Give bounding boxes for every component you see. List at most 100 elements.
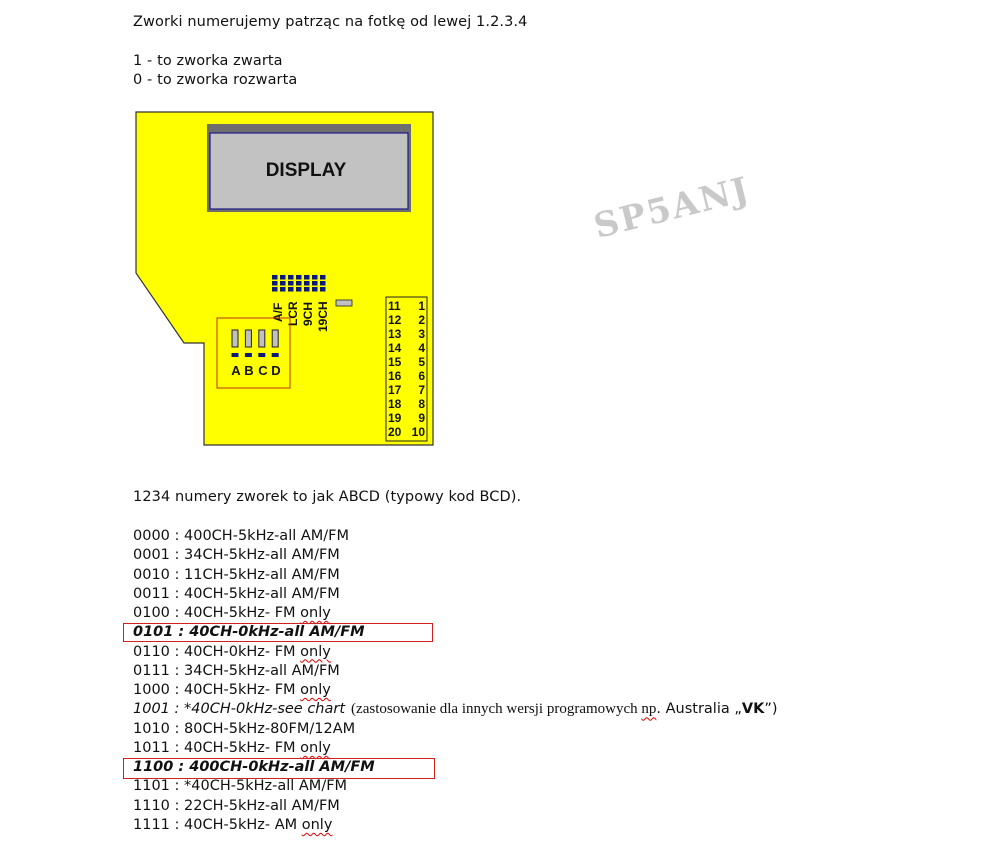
intro-line: Zworki numerujemy patrząc na fotkę od le…	[133, 14, 528, 30]
channel-number: 11	[388, 299, 401, 313]
pin	[320, 281, 326, 286]
jumper-label: C	[258, 363, 268, 378]
small-component	[335, 299, 353, 307]
pin-label: LCR	[286, 301, 300, 326]
pin	[312, 281, 318, 286]
channel-number: 13	[388, 327, 402, 341]
code-row: 0011 : 40CH-5kHz-all AM/FM	[133, 585, 340, 604]
channel-number: 8	[418, 397, 425, 411]
intro-line: 1 - to zworka zwarta	[133, 53, 283, 69]
pin	[320, 275, 326, 280]
channel-number: 3	[418, 327, 425, 341]
pin	[296, 275, 302, 280]
code-row-text: 1100 : 400CH-0kHz-all AM/FM	[133, 759, 375, 775]
note-text: . Australia „	[656, 701, 742, 718]
channel-number: 10	[412, 425, 426, 439]
channel-number: 5	[418, 355, 425, 369]
code-row-text: 1101 : *40CH-5kHz-all AM/FM	[133, 778, 348, 795]
code-row-text: 0000 : 400CH-5kHz-all AM/FM	[133, 528, 350, 544]
code-row: 1110 : 22CH-5kHz-all AM/FM	[133, 797, 340, 816]
code-row-text: 0110 : 40CH-0kHz- FM	[133, 643, 296, 660]
jumper-label: D	[271, 363, 280, 378]
channel-number: 4	[418, 341, 425, 355]
highlight-box-0101	[123, 623, 433, 642]
code-row-flag: only	[300, 605, 331, 621]
code-row-flag: only	[300, 643, 331, 660]
pin	[296, 287, 302, 292]
pin	[272, 275, 278, 280]
pin	[304, 281, 310, 286]
jumper-label: B	[244, 363, 253, 378]
pin-label: 9CH	[301, 302, 315, 326]
channel-number: 17	[388, 383, 402, 397]
pin	[280, 281, 286, 286]
jumper	[231, 329, 239, 348]
pin	[288, 275, 294, 280]
code-row-text: 0001 : 34CH-5kHz-all AM/FM	[133, 547, 340, 564]
pin	[312, 275, 318, 280]
channel-number: 7	[418, 383, 425, 397]
jumper-pin	[271, 353, 279, 357]
code-row-text: 1011 : 40CH-5kHz- FM	[133, 739, 296, 756]
code-row: 1001 : *40CH-0kHz-see chart (zastosowanie…	[133, 700, 778, 719]
code-row: 0000 : 400CH-5kHz-all AM/FM	[133, 527, 349, 546]
code-row-text: 1110 : 22CH-5kHz-all AM/FM	[133, 797, 340, 814]
code-row-text: 1001 : *40CH-0kHz-see chart	[133, 701, 346, 718]
pin	[320, 287, 326, 292]
jumper-label: A	[231, 363, 241, 378]
highlight-box-1100	[123, 758, 435, 779]
code-row: 1101 : *40CH-5kHz-all AM/FM	[133, 777, 347, 796]
code-row: 0101 : 40CH-0kHz-all AM/FM	[133, 623, 365, 642]
code-row-text: 0101 : 40CH-0kHz-all AM/FM	[133, 624, 365, 641]
jumper	[244, 329, 252, 348]
jumper-highlight-box	[216, 317, 291, 389]
pin	[304, 287, 310, 292]
pin	[312, 287, 318, 292]
code-row: 1100 : 400CH-0kHz-all AM/FM	[133, 758, 375, 777]
pin	[288, 281, 294, 286]
channel-number: 12	[388, 313, 402, 327]
channel-number: 9	[418, 411, 425, 425]
channel-number: 19	[388, 411, 402, 425]
code-row-text: 1010 : 80CH-5kHz-80FM/12AM	[133, 720, 356, 737]
note-vk: VK	[741, 701, 765, 718]
channel-number: 20	[388, 425, 402, 439]
code-row-text: 0011 : 40CH-5kHz-all AM/FM	[133, 585, 340, 602]
channel-number: 1	[418, 299, 425, 313]
pin	[296, 281, 302, 286]
code-row-flag: only	[301, 816, 333, 833]
bcd-note: 1234 numery zworek to jak ABCD (typowy k…	[133, 489, 522, 505]
pin	[280, 287, 286, 292]
jumper-pin	[258, 353, 266, 357]
pin	[280, 275, 286, 280]
jumper	[258, 329, 266, 348]
code-row-flag: only	[300, 682, 331, 698]
code-row: 1011 : 40CH-5kHz- FM only	[133, 739, 331, 758]
note-np: np	[641, 701, 657, 718]
code-row: 1000 : 40CH-5kHz- FM only	[133, 681, 331, 700]
pin	[288, 287, 294, 292]
pin	[272, 281, 278, 286]
channel-number: 6	[418, 369, 425, 383]
code-row: 0110 : 40CH-0kHz- FM only	[133, 643, 331, 662]
code-row-flag: only	[300, 739, 331, 756]
note-text: ”)	[764, 701, 778, 718]
code-row: 0010 : 11CH-5kHz-all AM/FM	[133, 566, 340, 585]
pin	[304, 275, 310, 280]
pin-header	[272, 275, 326, 292]
channel-number: 15	[388, 355, 402, 369]
code-row-text: 0010 : 11CH-5kHz-all AM/FM	[133, 566, 340, 583]
note-1001: (zastosowanie dla innych wersji programo…	[351, 701, 777, 717]
display-label: DISPLAY	[266, 160, 347, 181]
code-row: 1010 : 80CH-5kHz-80FM/12AM	[133, 720, 355, 739]
jumper-block	[231, 329, 279, 357]
jumper-pin	[244, 353, 252, 357]
channel-number: 16	[388, 369, 402, 383]
code-row: 1111 : 40CH-5kHz- AM only	[133, 816, 332, 835]
pin-label: 19CH	[316, 301, 330, 332]
code-row-text: 0100 : 40CH-5kHz- FM	[133, 605, 296, 621]
code-row-text: 0111 : 34CH-5kHz-all AM/FM	[133, 662, 340, 679]
code-row: 0100 : 40CH-5kHz- FM only	[133, 604, 331, 623]
channel-number: 2	[418, 313, 425, 327]
